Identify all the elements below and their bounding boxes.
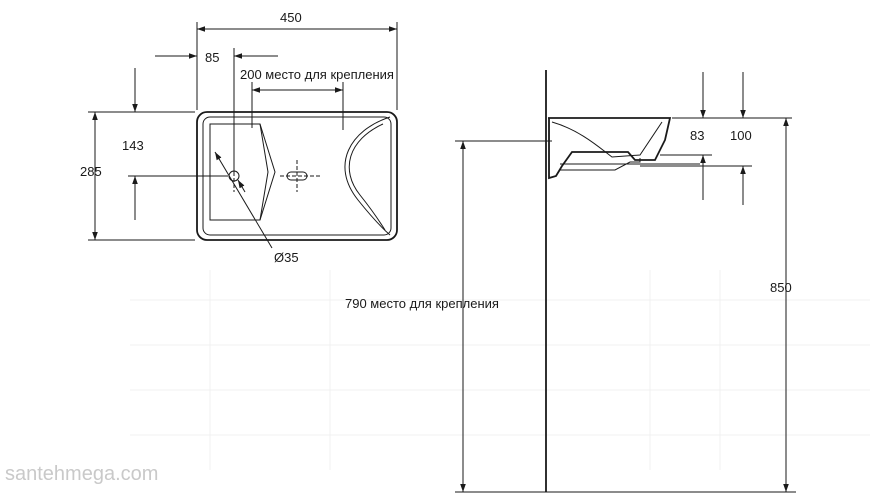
basin-profile — [548, 117, 672, 180]
basin-siphon — [555, 158, 641, 177]
mounting-height-label: 790 место для крепления — [345, 296, 499, 311]
background-tile-pattern — [130, 270, 870, 470]
basin-wave — [344, 116, 391, 236]
drain-depth-label: 143 — [122, 138, 144, 153]
drain-label: 100 — [730, 128, 752, 143]
basin-wave-inner — [348, 123, 386, 231]
top-view: 450 85 200 место для крепления 285 143 Ø… — [80, 10, 398, 265]
mounting-label: 200 место для крепления — [240, 67, 394, 82]
width-label: 450 — [280, 10, 302, 25]
drain-diameter-label: Ø35 — [274, 250, 299, 265]
diameter-leader — [214, 151, 273, 249]
side-view: 83 100 850 790 место для крепления — [345, 70, 796, 493]
basin-bowl-slope — [259, 123, 269, 221]
watermark: santehmega.com — [5, 463, 158, 485]
basin-bowl — [209, 123, 276, 221]
height-label: 850 — [770, 280, 792, 295]
rim-label: 83 — [690, 128, 704, 143]
basin-profile-inner — [551, 121, 663, 158]
diameter-leader-2 — [237, 179, 246, 193]
depth-label: 285 — [80, 164, 102, 179]
drain-offset-label: 85 — [205, 50, 219, 65]
